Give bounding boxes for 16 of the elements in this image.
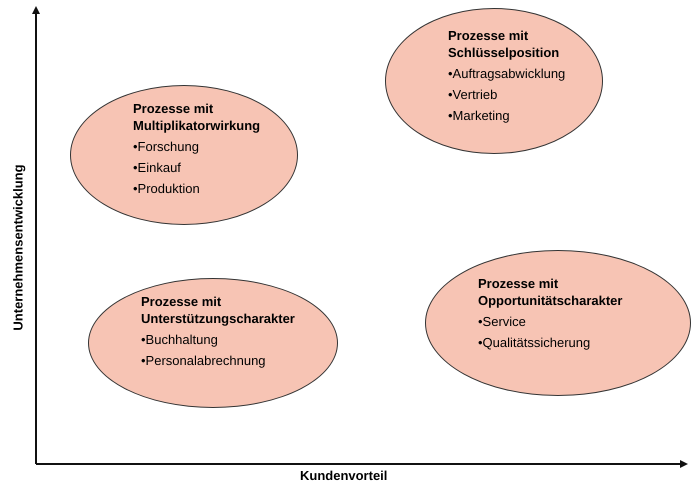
bullet-item: •Auftragsabwicklung [448, 65, 566, 83]
bullet-item: •Marketing [448, 107, 511, 125]
group-heading: Prozesse mit Schlüsselposition [448, 27, 560, 61]
bullet-item: •Personalabrechnung [141, 352, 267, 370]
group-heading: Prozesse mit Unterstützungscharakter [141, 293, 296, 327]
bullet-item: •Vertrieb [448, 86, 498, 104]
bullet-item: •Qualitätssicherung [478, 334, 592, 352]
bullet-item: •Buchhaltung [141, 331, 219, 349]
x-axis-label: Kundenvorteil [300, 468, 388, 483]
bullet-item: •Produktion [133, 180, 201, 198]
y-axis-label: Unternehmensentwicklung [10, 163, 26, 333]
group-heading: Prozesse mit Multiplikatorwirkung [133, 100, 262, 134]
bullet-item: •Service [478, 313, 527, 331]
group-heading: Prozesse mit Opportunitätscharakter [478, 275, 624, 309]
bullet-item: •Forschung [133, 138, 200, 156]
bullet-item: •Einkauf [133, 159, 182, 177]
